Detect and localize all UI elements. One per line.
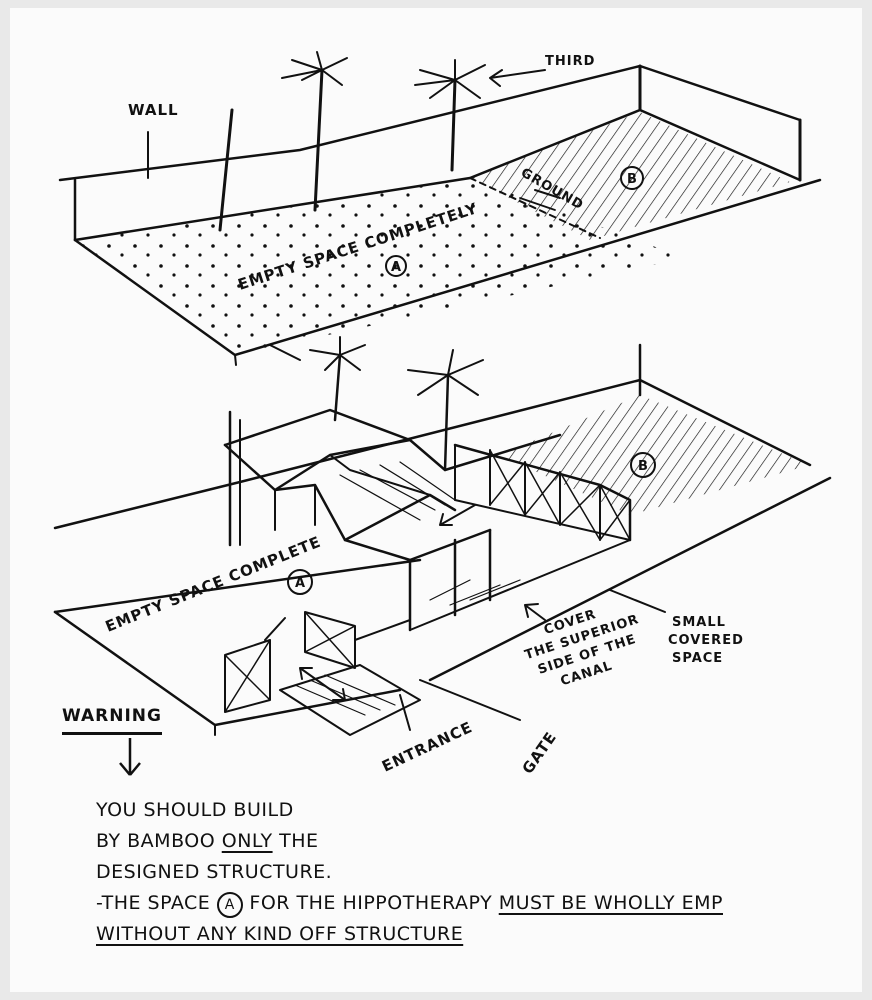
instruction-note: YOU SHOULD BUILD BY BAMBOO ONLY THE DESI… [96, 795, 856, 950]
cover-label: COVER THE SUPERIOR SIDE OF THE CANAL [523, 607, 641, 689]
svg-text:B: B [638, 459, 649, 474]
space-b-hatch-bottom [500, 395, 810, 515]
circle-a-top: A [385, 255, 407, 277]
space-a-fill-top [75, 178, 685, 355]
note-line-4: -THE SPACE A FOR THE HIPPOTHERAPY MUST B… [96, 888, 856, 919]
palm-crown-2 [414, 59, 486, 99]
entrance-label: ENTRANCE [379, 718, 475, 776]
note-circle-a: A [216, 892, 243, 918]
top-right-cut-label: THIRD [545, 54, 595, 69]
gate-label: GATE [519, 728, 561, 777]
wall-label: WALL [128, 101, 179, 119]
svg-text:A: A [295, 576, 306, 591]
circle-a-bottom: A [287, 569, 313, 595]
empty-space-bottom-label: EMPTY SPACE COMPLETE [103, 533, 324, 636]
warning-arrow [119, 738, 141, 776]
small-covered-space-label: SMALL COVERED SPACE [668, 615, 744, 666]
svg-text:SMALL: SMALL [672, 615, 726, 630]
wall-top-line [58, 64, 642, 182]
note-line-3: DESIGNED STRUCTURE. [96, 861, 333, 883]
circle-b-bottom: B [630, 452, 656, 478]
note-line-2: BY BAMBOO ONLY THE [96, 830, 319, 852]
note-line-5: WITHOUT ANY KIND OFF STRUCTURE [96, 923, 464, 945]
note-line-1: YOU SHOULD BUILD [96, 799, 294, 821]
note-emphasis: MUST BE WHOLLY EMP [498, 892, 723, 914]
svg-text:COVERED: COVERED [668, 633, 744, 648]
circle-b-top: B [620, 166, 644, 190]
bottom-perspective [53, 336, 832, 736]
palm-crown-1 [281, 51, 348, 86]
svg-text:B: B [627, 172, 638, 187]
warning-label: WARNING [62, 706, 162, 735]
svg-text:A: A [391, 260, 402, 275]
note-only: ONLY [221, 830, 273, 852]
svg-text:SPACE: SPACE [672, 651, 723, 666]
top-plan [58, 51, 822, 366]
